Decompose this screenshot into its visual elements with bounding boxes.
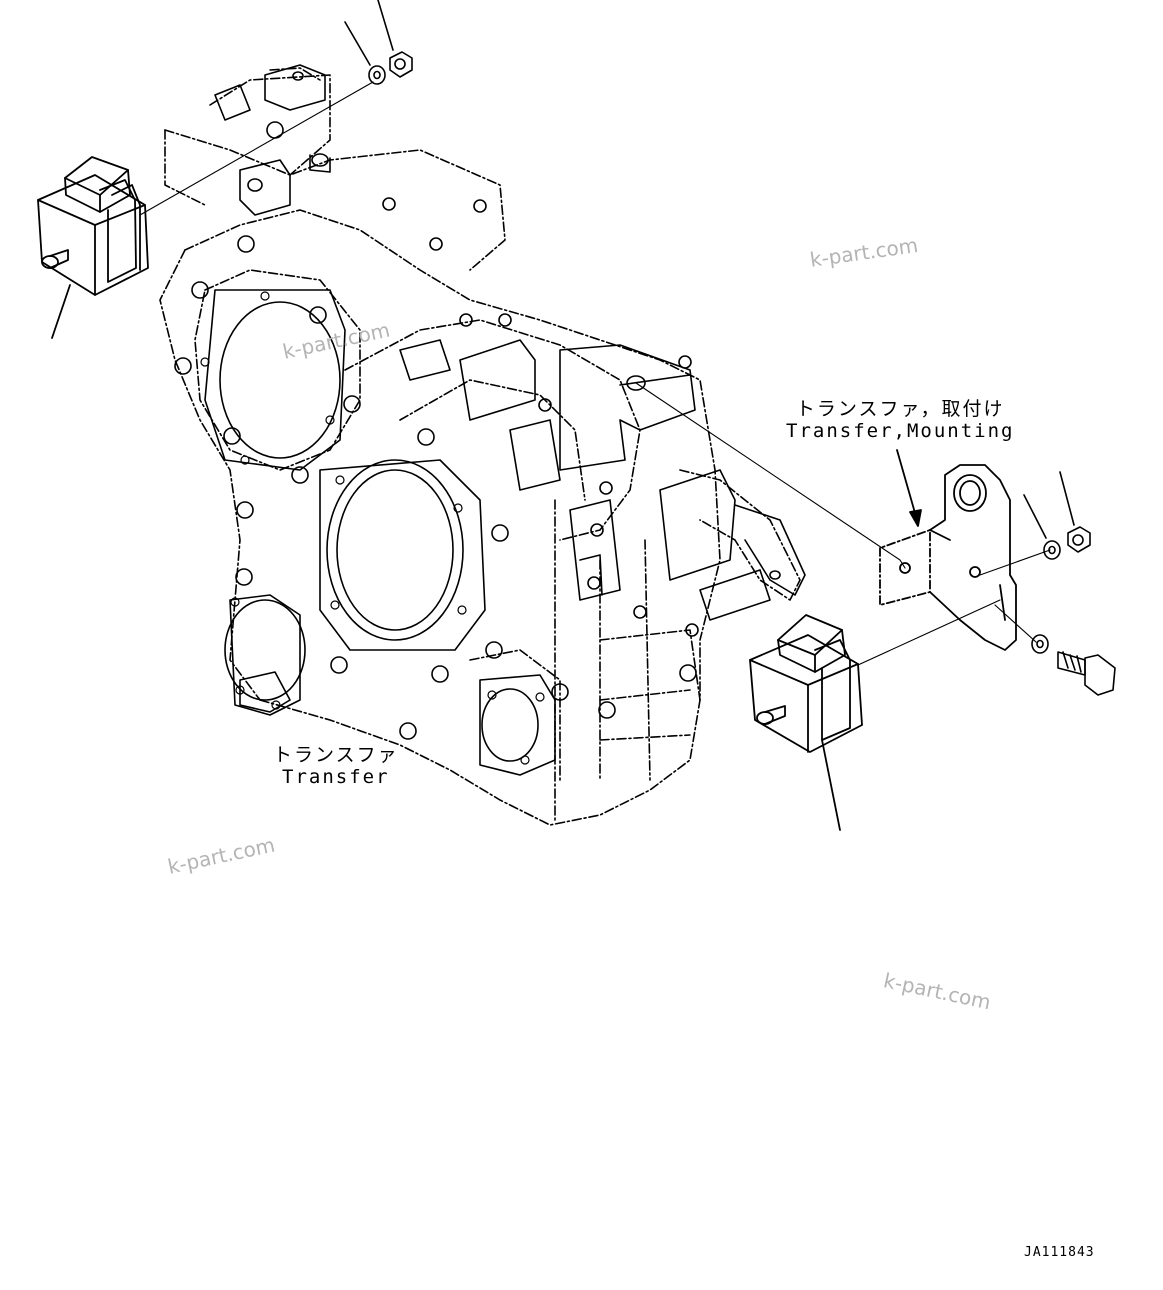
top-fasteners <box>344 0 413 85</box>
housing-bolts <box>174 197 699 740</box>
right-rubber-mount <box>749 614 863 831</box>
transfer-label: トランスファ Transfer <box>273 744 399 788</box>
transfer-label-jp: トランスファ <box>273 744 399 766</box>
right-fasteners <box>1023 471 1116 696</box>
mounting-bracket <box>879 464 1017 651</box>
flange-holes <box>200 291 545 765</box>
mounting-leader-arrow <box>896 449 922 527</box>
drawing-code: JA111843 <box>1024 1245 1095 1260</box>
housing-details <box>204 64 806 776</box>
transfer-mounting-label-jp: トランスファ，取付け <box>795 398 1005 420</box>
left-rubber-mount <box>37 156 149 339</box>
transfer-mounting-label-en: Transfer,Mounting <box>786 420 1015 442</box>
assembly-lines <box>139 81 1051 666</box>
transfer-mounting-label: トランスファ，取付け Transfer,Mounting <box>786 398 1014 442</box>
transfer-label-en: Transfer <box>282 766 390 788</box>
